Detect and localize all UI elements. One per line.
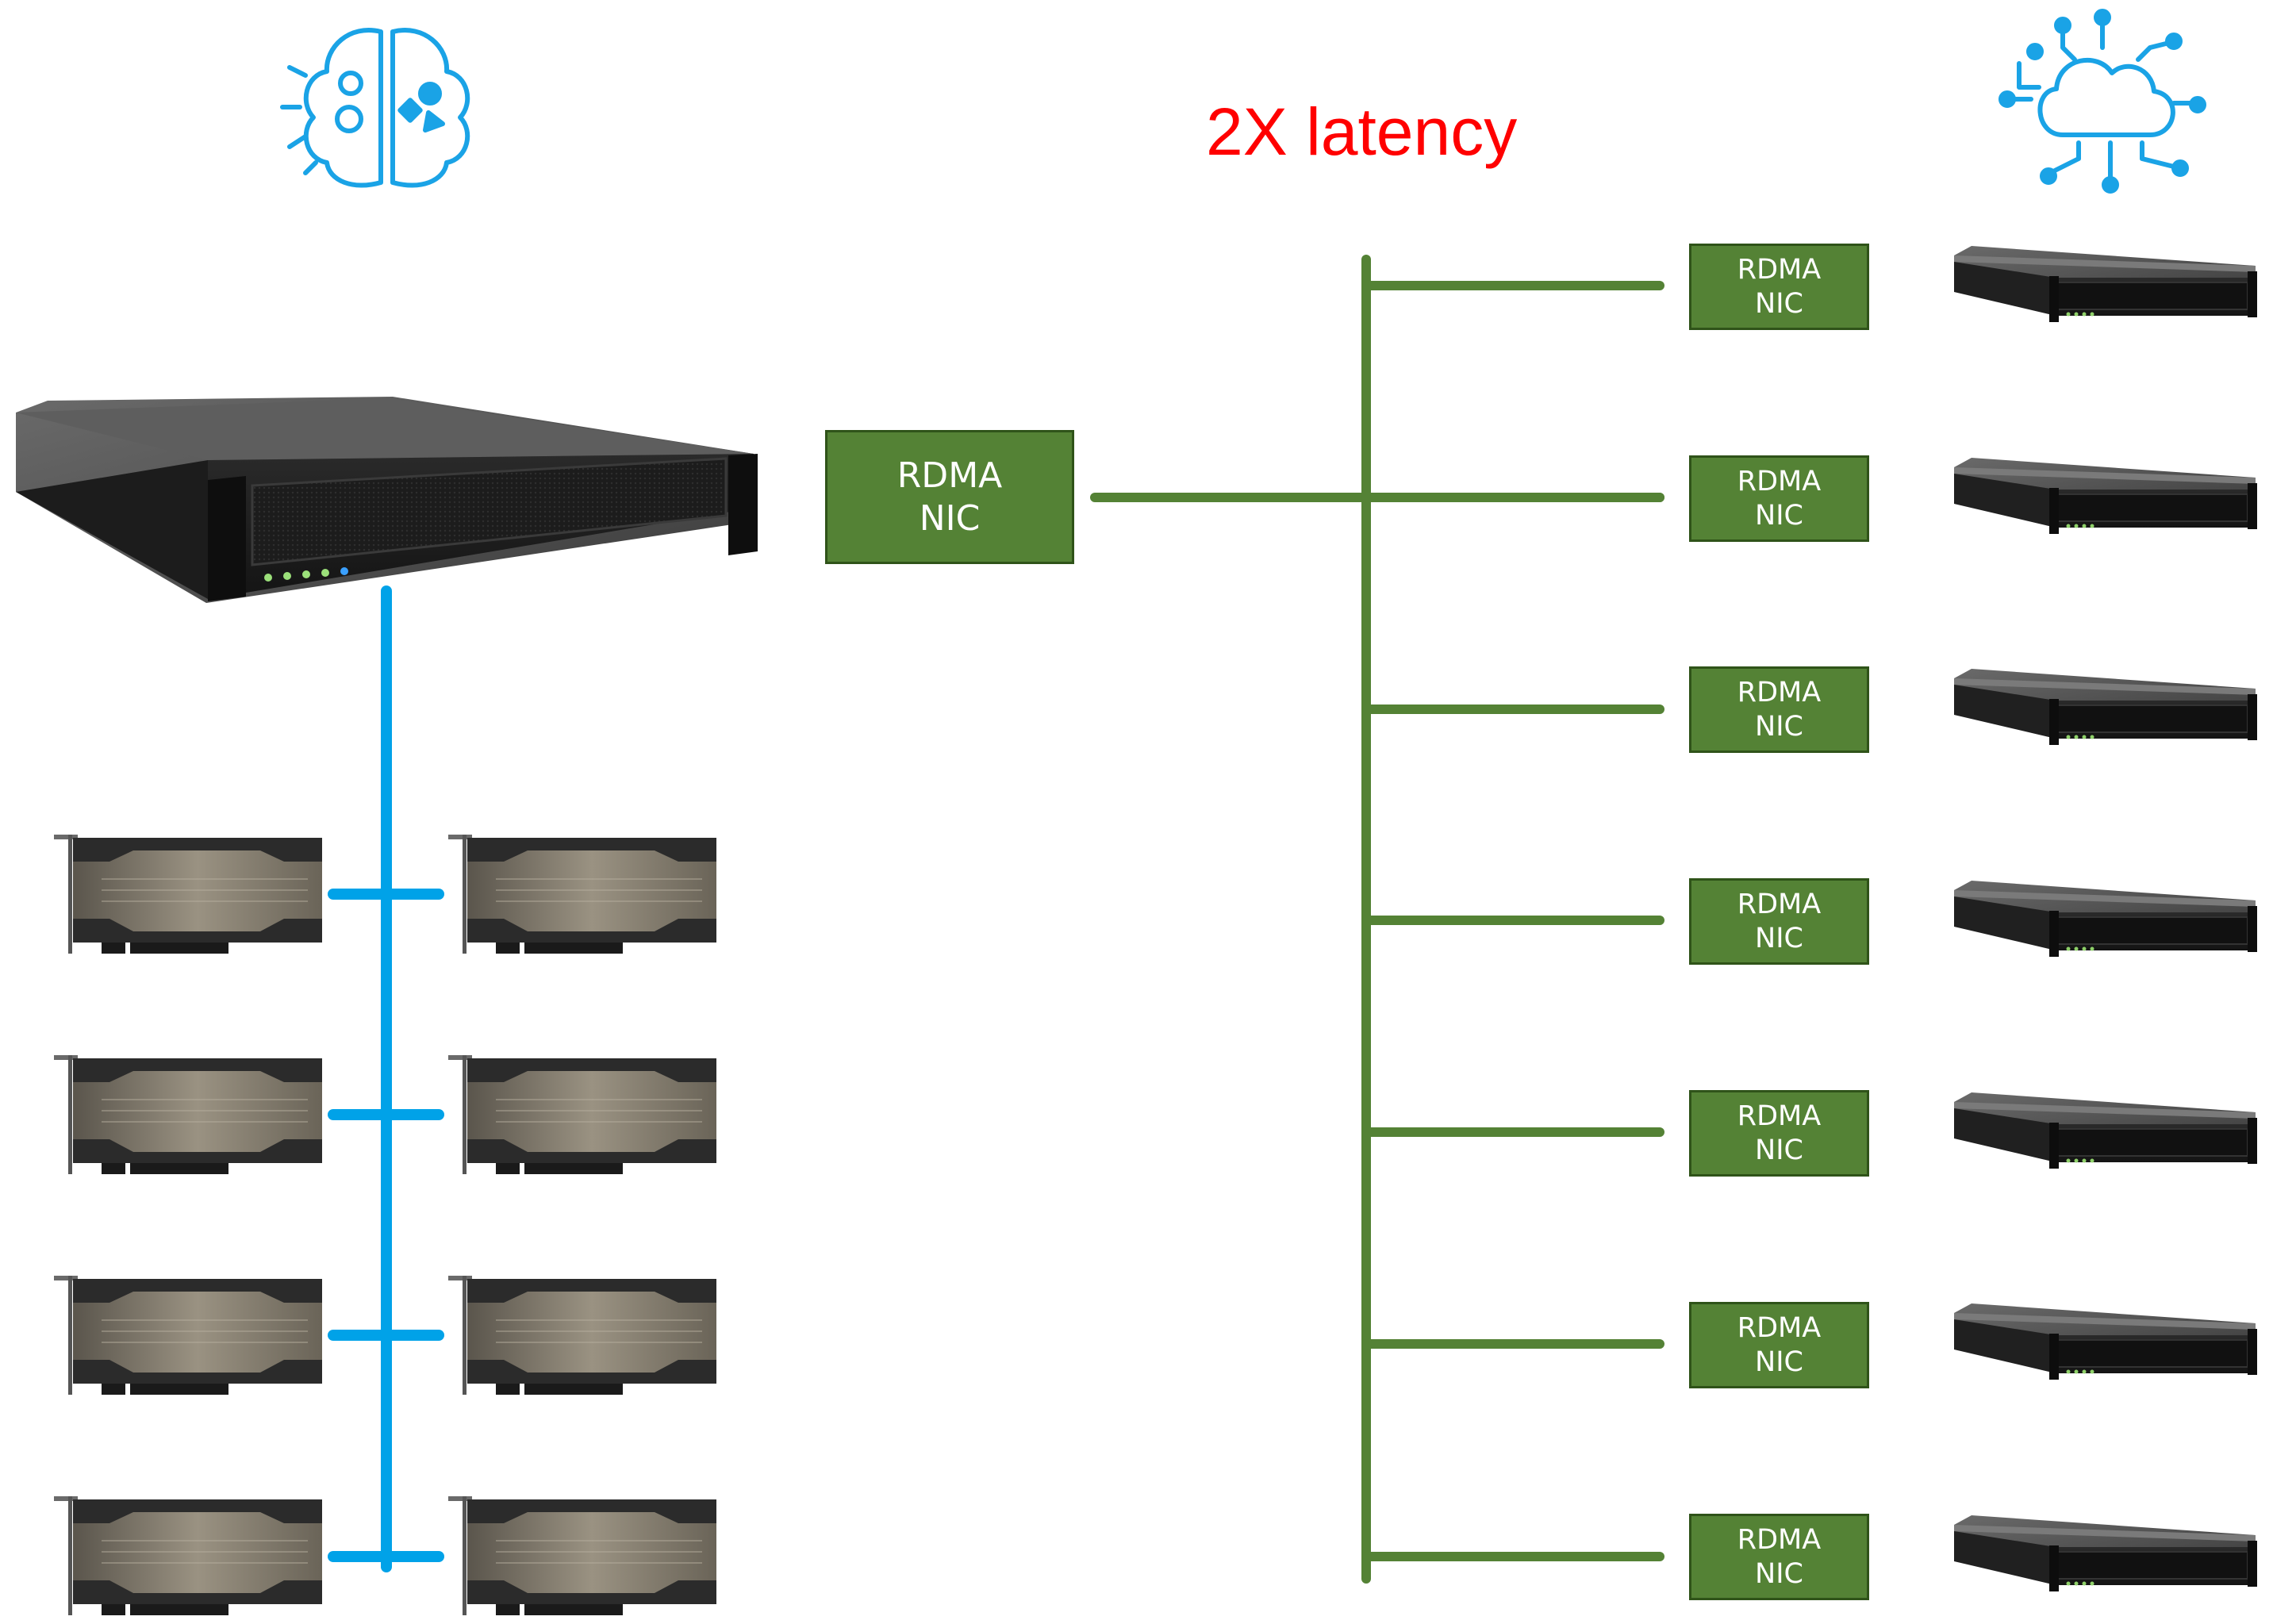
remote-rdma-nic: RDMA NIC xyxy=(1689,878,1869,965)
remote-servers xyxy=(1953,245,2258,1592)
main-server xyxy=(16,397,758,603)
nic-label-line2: NIC xyxy=(1755,1557,1803,1590)
latency-label: 2X latency xyxy=(1206,94,1518,169)
remote-rdma-nic: RDMA NIC xyxy=(1689,1514,1869,1600)
gpu-card xyxy=(53,1054,323,1175)
ai-brain-icon xyxy=(280,28,470,188)
nic-label-line2: NIC xyxy=(919,497,981,539)
remote-rdma-nic: RDMA NIC xyxy=(1689,1090,1869,1177)
gpu-card xyxy=(53,1495,323,1616)
nic-label-line1: RDMA xyxy=(1737,888,1822,920)
nic-label-line1: RDMA xyxy=(1737,1523,1822,1556)
main-rdma-nic: RDMA NIC xyxy=(825,430,1074,564)
remote-rdma-nic: RDMA NIC xyxy=(1689,1302,1869,1388)
gpu-card xyxy=(447,1495,717,1616)
nic-label-line2: NIC xyxy=(1755,287,1803,320)
nic-label-line1: RDMA xyxy=(1737,1311,1822,1344)
nic-label-line1: RDMA xyxy=(1737,465,1822,497)
remote-server xyxy=(1953,1515,2258,1592)
nic-label-line1: RDMA xyxy=(1737,253,1822,286)
remote-server xyxy=(1953,245,2258,323)
nic-label-line2: NIC xyxy=(1755,710,1803,743)
remote-server xyxy=(1953,1092,2258,1169)
gpu-card xyxy=(447,1054,717,1175)
pcie-bus xyxy=(328,585,444,1572)
remote-server xyxy=(1953,457,2258,535)
remote-server xyxy=(1953,668,2258,746)
remote-rdma-nic: RDMA NIC xyxy=(1689,666,1869,753)
gpu-card xyxy=(53,1275,323,1396)
remote-server xyxy=(1953,1303,2258,1380)
nic-label-line1: RDMA xyxy=(897,455,1003,496)
gpu-card xyxy=(53,834,323,954)
remote-server xyxy=(1953,880,2258,958)
nic-label-line1: RDMA xyxy=(1737,1100,1822,1132)
nic-label-line2: NIC xyxy=(1755,922,1803,954)
remote-rdma-nic: RDMA NIC xyxy=(1689,244,1869,330)
nic-label-line1: RDMA xyxy=(1737,676,1822,708)
cloud-network-icon xyxy=(1998,9,2206,194)
nic-label-line2: NIC xyxy=(1755,1346,1803,1378)
gpu-card xyxy=(447,1275,717,1396)
nic-label-line2: NIC xyxy=(1755,1134,1803,1166)
nic-label-line2: NIC xyxy=(1755,499,1803,532)
gpu-card xyxy=(447,834,717,954)
network-bus xyxy=(1090,255,1664,1584)
remote-rdma-nic: RDMA NIC xyxy=(1689,455,1869,542)
